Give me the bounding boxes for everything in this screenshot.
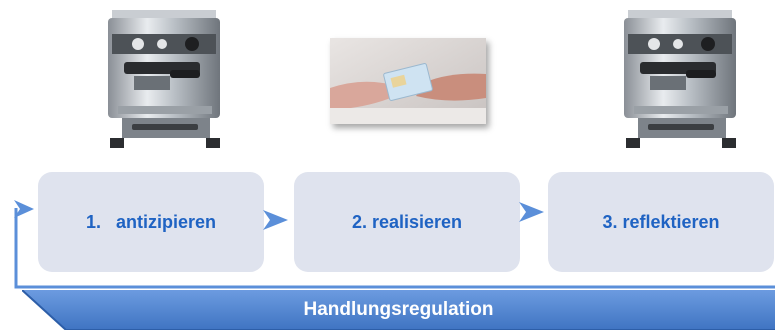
feedback-loop-line xyxy=(14,208,775,289)
step-reflektieren: 3. reflektieren xyxy=(548,172,774,272)
banner-label: Handlungsregulation xyxy=(303,299,494,320)
step-antizipieren: 1. antizipieren xyxy=(38,172,264,272)
arrow-right-icon xyxy=(519,202,544,222)
card-handover-photo xyxy=(330,38,486,124)
espresso-machine-image-right xyxy=(624,10,736,148)
arrow-right-icon xyxy=(263,210,288,230)
entry-arrow-icon xyxy=(14,200,34,218)
handlungsregulation-banner xyxy=(22,290,775,330)
espresso-machine-image-left xyxy=(108,10,220,148)
step-realisieren: 2. realisieren xyxy=(294,172,520,272)
